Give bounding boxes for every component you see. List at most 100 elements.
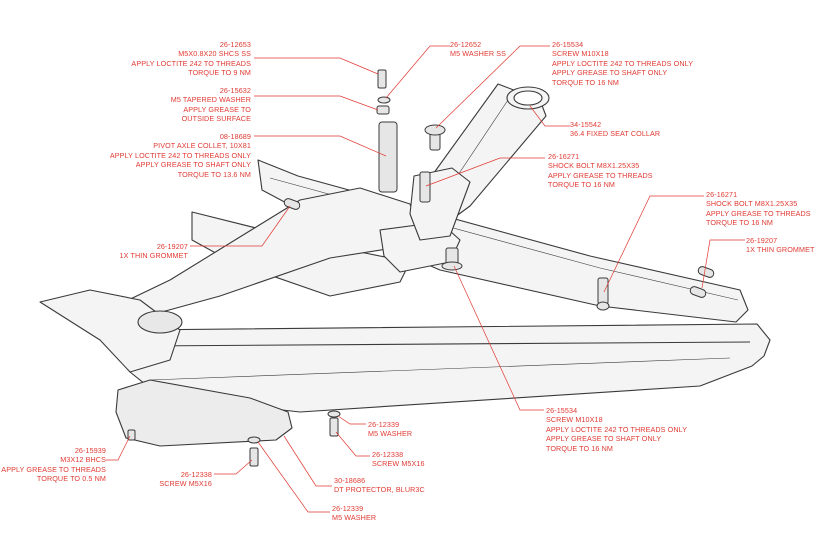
part-number: 26-12339 <box>332 504 364 513</box>
part-description: M5 WASHER <box>332 513 377 523</box>
part-number: 26-12338 <box>180 470 212 479</box>
shock-bolt-right <box>597 277 609 305</box>
grommet-right-2 <box>689 286 707 298</box>
assembly-note: OUTSIDE SURFACE <box>181 114 251 124</box>
assembly-note: APPLY LOCTITE 242 TO THREADS ONLY <box>109 150 251 160</box>
washer-m5-ss <box>377 96 391 104</box>
callout-26-12652: 26-12652 M5 WASHER SS <box>450 40 506 59</box>
part-number: 26-12652 <box>450 40 482 49</box>
assembly-note: APPLY GREASE TO THREADS <box>548 170 653 180</box>
part-number: 26-12338 <box>372 450 404 459</box>
callout-26-15939: 26-15939 M3X12 BHCS APPLY GREASE TO THRE… <box>1 446 106 484</box>
leader-34-15542 <box>529 105 570 127</box>
leader-26-15534-top <box>435 45 550 129</box>
part-description: M3X12 BHCS <box>60 455 106 465</box>
bolt-m5x20 <box>377 69 387 89</box>
assembly-note: APPLY GREASE TO <box>183 104 251 114</box>
leader-26-12339-right <box>337 415 366 425</box>
leader-26-16271-center <box>425 157 545 187</box>
part-number: 08-18689 <box>219 132 251 141</box>
callout-34-15542: 34-15542 36.4 FIXED SEAT COLLAR <box>570 120 660 139</box>
part-description: SCREW M10X18 <box>546 415 603 425</box>
leader-26-16271-right <box>603 195 704 293</box>
washer-m5-right <box>327 410 341 418</box>
leader-08-18689 <box>254 135 387 157</box>
leader-26-12653 <box>254 57 379 75</box>
callout-26-12339-right: 26-12339 M5 WASHER <box>368 420 412 439</box>
part-number: 26-15534 <box>546 406 578 415</box>
seat-collar-inner <box>513 90 543 106</box>
torque-spec: TORQUE TO 13.6 NM <box>177 169 251 179</box>
pivot-axle-collet <box>378 121 398 193</box>
part-number: 26-15632 <box>219 86 251 95</box>
assembly-note: APPLY LOCTITE 242 TO THREADS ONLY <box>546 424 688 434</box>
torque-spec: TORQUE TO 16 NM <box>552 77 620 87</box>
part-number: 26-12653 <box>219 40 251 49</box>
part-description: SHOCK BOLT M8X1.25X35 <box>706 199 798 209</box>
part-number: 26-19207 <box>156 242 188 251</box>
callout-26-15534-bottom: 26-15534 SCREW M10X18 APPLY LOCTITE 242 … <box>546 406 687 453</box>
part-description: PIVOT AXLE COLLET, 10X81 <box>153 141 251 151</box>
part-description: SCREW M5X16 <box>159 479 212 489</box>
leader-26-15534-bottom <box>453 265 544 411</box>
part-number: 26-12339 <box>368 420 400 429</box>
callout-26-15632: 26-15632 M5 TAPERED WASHER APPLY GREASE … <box>171 86 251 124</box>
assembly-note: APPLY LOCTITE 242 TO THREADS ONLY <box>552 58 694 68</box>
part-number: 26-16271 <box>548 152 580 161</box>
leader-26-15632 <box>254 95 379 111</box>
part-number: 34-15542 <box>570 120 602 129</box>
leader-26-15939 <box>106 435 131 461</box>
torque-spec: TORQUE TO 0.5 NM <box>36 474 106 484</box>
part-number: 26-16271 <box>706 190 738 199</box>
dt-protector <box>115 379 293 447</box>
assembly-note: APPLY GREASE TO SHAFT ONLY <box>552 68 668 78</box>
torque-spec: TORQUE TO 9 NM <box>188 68 251 78</box>
part-description: 1X THIN GROMMET <box>119 251 188 261</box>
part-description: SHOCK BOLT M8X1.25X35 <box>548 161 640 171</box>
callout-26-12339-bottom: 26-12339 M5 WASHER <box>332 504 376 523</box>
part-description: SCREW M10X18 <box>552 49 609 59</box>
screw-m10x18-top-head <box>424 124 446 136</box>
washer-m5-bottom <box>247 436 261 444</box>
assembly-note: APPLY LOCTITE 242 TO THREADS <box>131 58 251 68</box>
down-tube-seam-lower <box>149 357 731 381</box>
shock-bolt-right-head <box>596 301 610 311</box>
part-number: 26-15534 <box>552 40 584 49</box>
shock-bolt-center <box>419 171 431 203</box>
assembly-note: APPLY GREASE TO SHAFT ONLY <box>135 160 251 170</box>
part-number: 26-19207 <box>746 236 778 245</box>
callout-26-19207-left: 26-19207 1X THIN GROMMET <box>120 242 188 261</box>
torque-spec: TORQUE TO 16 NM <box>706 218 774 228</box>
part-description: 1X THIN GROMMET <box>746 245 815 255</box>
leader-26-12339-bottom <box>257 441 330 513</box>
part-description: M5X0.8X20 SHCS SS <box>178 49 251 59</box>
part-number: 30-18686 <box>334 476 366 485</box>
callout-08-18689: 08-18689 PIVOT AXLE COLLET, 10X81 APPLY … <box>110 132 251 179</box>
callout-26-16271-right: 26-16271 SHOCK BOLT M8X1.25X35 APPLY GRE… <box>706 190 811 228</box>
bhcs-m3x12 <box>127 429 136 441</box>
part-number: 26-15939 <box>74 446 106 455</box>
leader-30-18686 <box>283 435 332 487</box>
head-tube-opening <box>137 310 183 334</box>
screw-m10x18-bottom-head <box>441 261 463 271</box>
part-description: M5 WASHER SS <box>450 49 507 59</box>
part-description: 36.4 FIXED SEAT COLLAR <box>570 129 661 139</box>
part-description: M5 WASHER <box>368 429 413 439</box>
torque-spec: TORQUE TO 16 NM <box>548 180 616 190</box>
callout-26-12338-bottom: 26-12338 SCREW M5X16 <box>159 470 212 489</box>
assembly-note: APPLY GREASE TO SHAFT ONLY <box>546 434 662 444</box>
leader-26-12338-bottom <box>214 459 253 475</box>
torque-spec: TORQUE TO 16 NM <box>546 443 614 453</box>
leader-26-19207-right <box>701 239 745 289</box>
head-tube <box>39 289 181 373</box>
leader-26-19207-left <box>190 205 291 247</box>
part-description: DT PROTECTOR, BLUR3C <box>334 485 425 495</box>
grommet-right-1 <box>697 266 715 278</box>
leader-26-12338-right <box>335 431 370 457</box>
callout-26-15534-top: 26-15534 SCREW M10X18 APPLY LOCTITE 242 … <box>552 40 693 87</box>
grommet-left <box>283 198 301 210</box>
assembly-note: APPLY GREASE TO THREADS <box>706 208 811 218</box>
rocker-link <box>119 187 419 319</box>
